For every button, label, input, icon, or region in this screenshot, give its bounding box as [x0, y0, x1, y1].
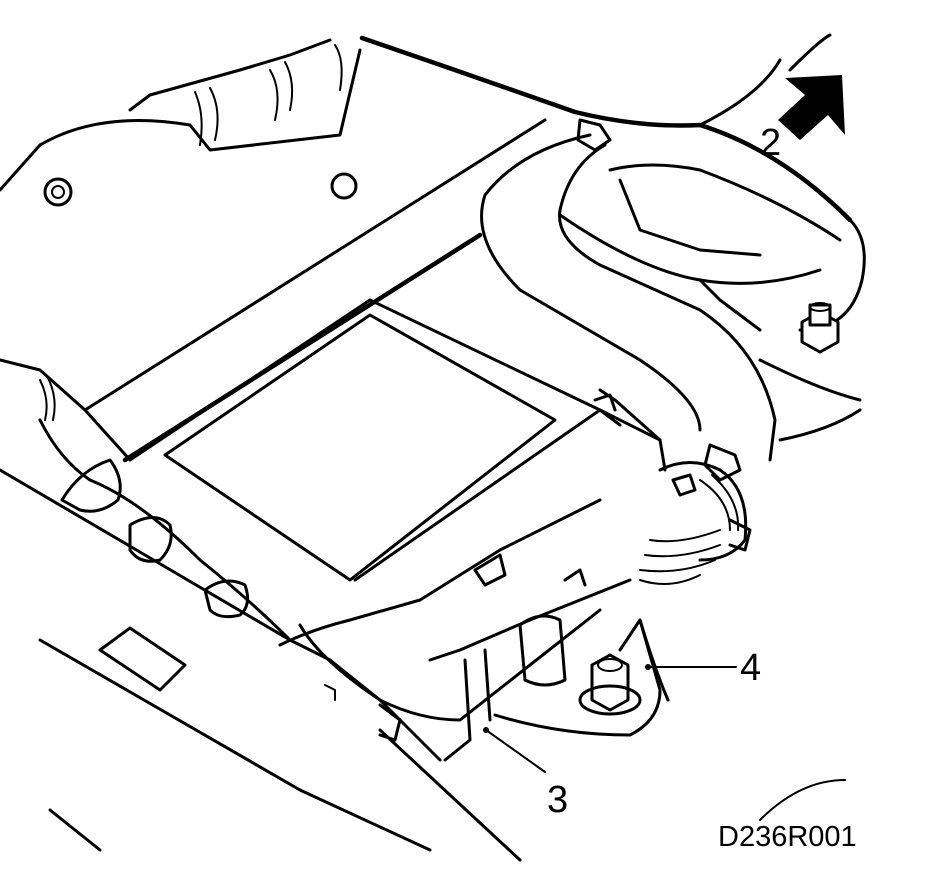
control-module [128, 298, 667, 762]
upper-floor-panel [0, 33, 866, 442]
bolt-right [800, 302, 840, 354]
callout-4-label: 4 [740, 647, 761, 689]
reference-code: D236R001 [718, 821, 857, 853]
panel-holes [43, 172, 358, 207]
right-connector [639, 443, 752, 585]
air-duct [480, 118, 842, 462]
callout-2-label: 2 [760, 122, 781, 164]
direction-arrow-icon [778, 75, 845, 140]
bracket-clip [324, 578, 632, 762]
wire-bundle-top [128, 38, 343, 146]
callout-3-label: 3 [547, 779, 568, 821]
left-harness [38, 377, 292, 642]
label-plate [98, 626, 187, 692]
mounting-flange [493, 618, 670, 737]
reference-swash [759, 779, 846, 821]
callout-leaders [483, 664, 737, 773]
